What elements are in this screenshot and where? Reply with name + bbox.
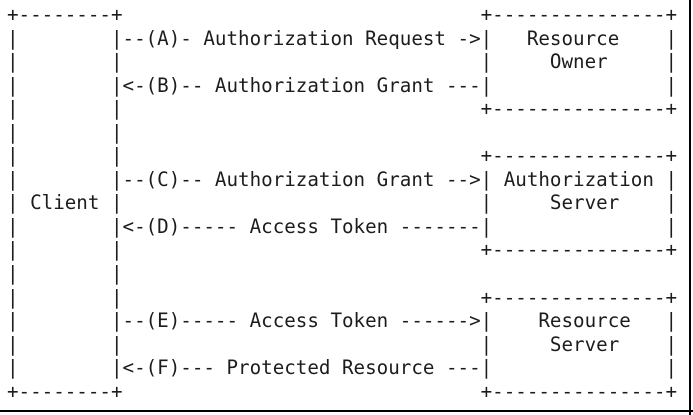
ascii-line: | |--(A)- Authorization Request ->| Reso…	[7, 26, 678, 50]
ascii-line: | Client | | Server |	[7, 191, 678, 215]
ascii-line: | | +---------------+	[7, 144, 678, 168]
ascii-line: | | | Server |	[7, 332, 678, 356]
ascii-line: | | +---------------+	[7, 285, 678, 309]
ascii-line: | |<-(D)----- Access Token -------| |	[7, 214, 678, 238]
ascii-line: +--------+ +---------------+	[7, 3, 678, 26]
ascii-line: +--------+ +---------------+	[7, 379, 678, 403]
ascii-line: | |<-(B)-- Authorization Grant ---| |	[7, 73, 678, 97]
ascii-line: | | +---------------+	[7, 97, 678, 121]
ascii-line: | |<-(F)--- Protected Resource ---| |	[7, 356, 678, 380]
ascii-art-block: +--------+ +---------------+ | |--(A)- A…	[7, 3, 677, 403]
ascii-line: | | | Owner |	[7, 50, 678, 74]
frame-border-bottom	[0, 410, 693, 412]
ascii-line: | | +---------------+	[7, 238, 678, 262]
ascii-line: | |--(C)-- Authorization Grant -->| Auth…	[7, 167, 678, 191]
ascii-line: | |--(E)----- Access Token ------>| Reso…	[7, 309, 678, 333]
frame-border-right	[689, 0, 691, 415]
ascii-line: | |	[7, 262, 123, 286]
ascii-line: | |	[7, 120, 123, 144]
